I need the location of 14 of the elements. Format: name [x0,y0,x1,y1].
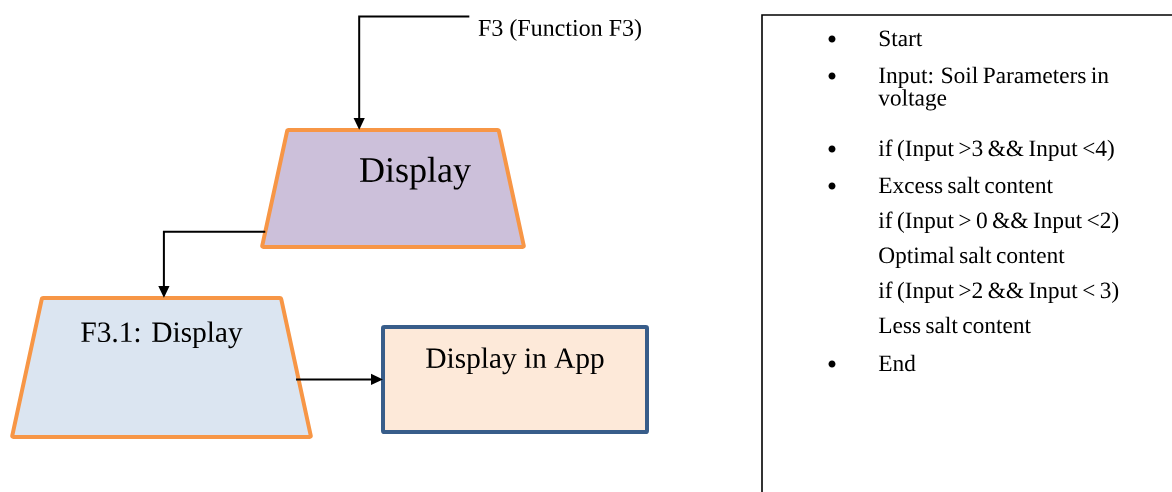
list-item: if (Input >2 && Input < 3) [878,281,1119,303]
list-item: Start [879,30,923,47]
list-item: Optimal salt content [879,246,1065,268]
trapezoid-box: Display [260,128,526,249]
process-box: Display in App [381,325,649,434]
list-item: if (Input > 0 && Input <2) [878,211,1119,233]
list-item: Excess salt content [878,176,1053,194]
list-item: Less salt content [878,316,1031,334]
function-label: F3 (Function F3) [478,19,641,41]
list-item: End [878,354,916,372]
list-item: if (Input >3 && Input <4) [878,139,1114,161]
pseudocode-box [761,14,1172,492]
trapezoid-box: F3.1: Display [10,296,313,439]
list-item: Input: Soil Parameters in voltage [878,66,1109,111]
